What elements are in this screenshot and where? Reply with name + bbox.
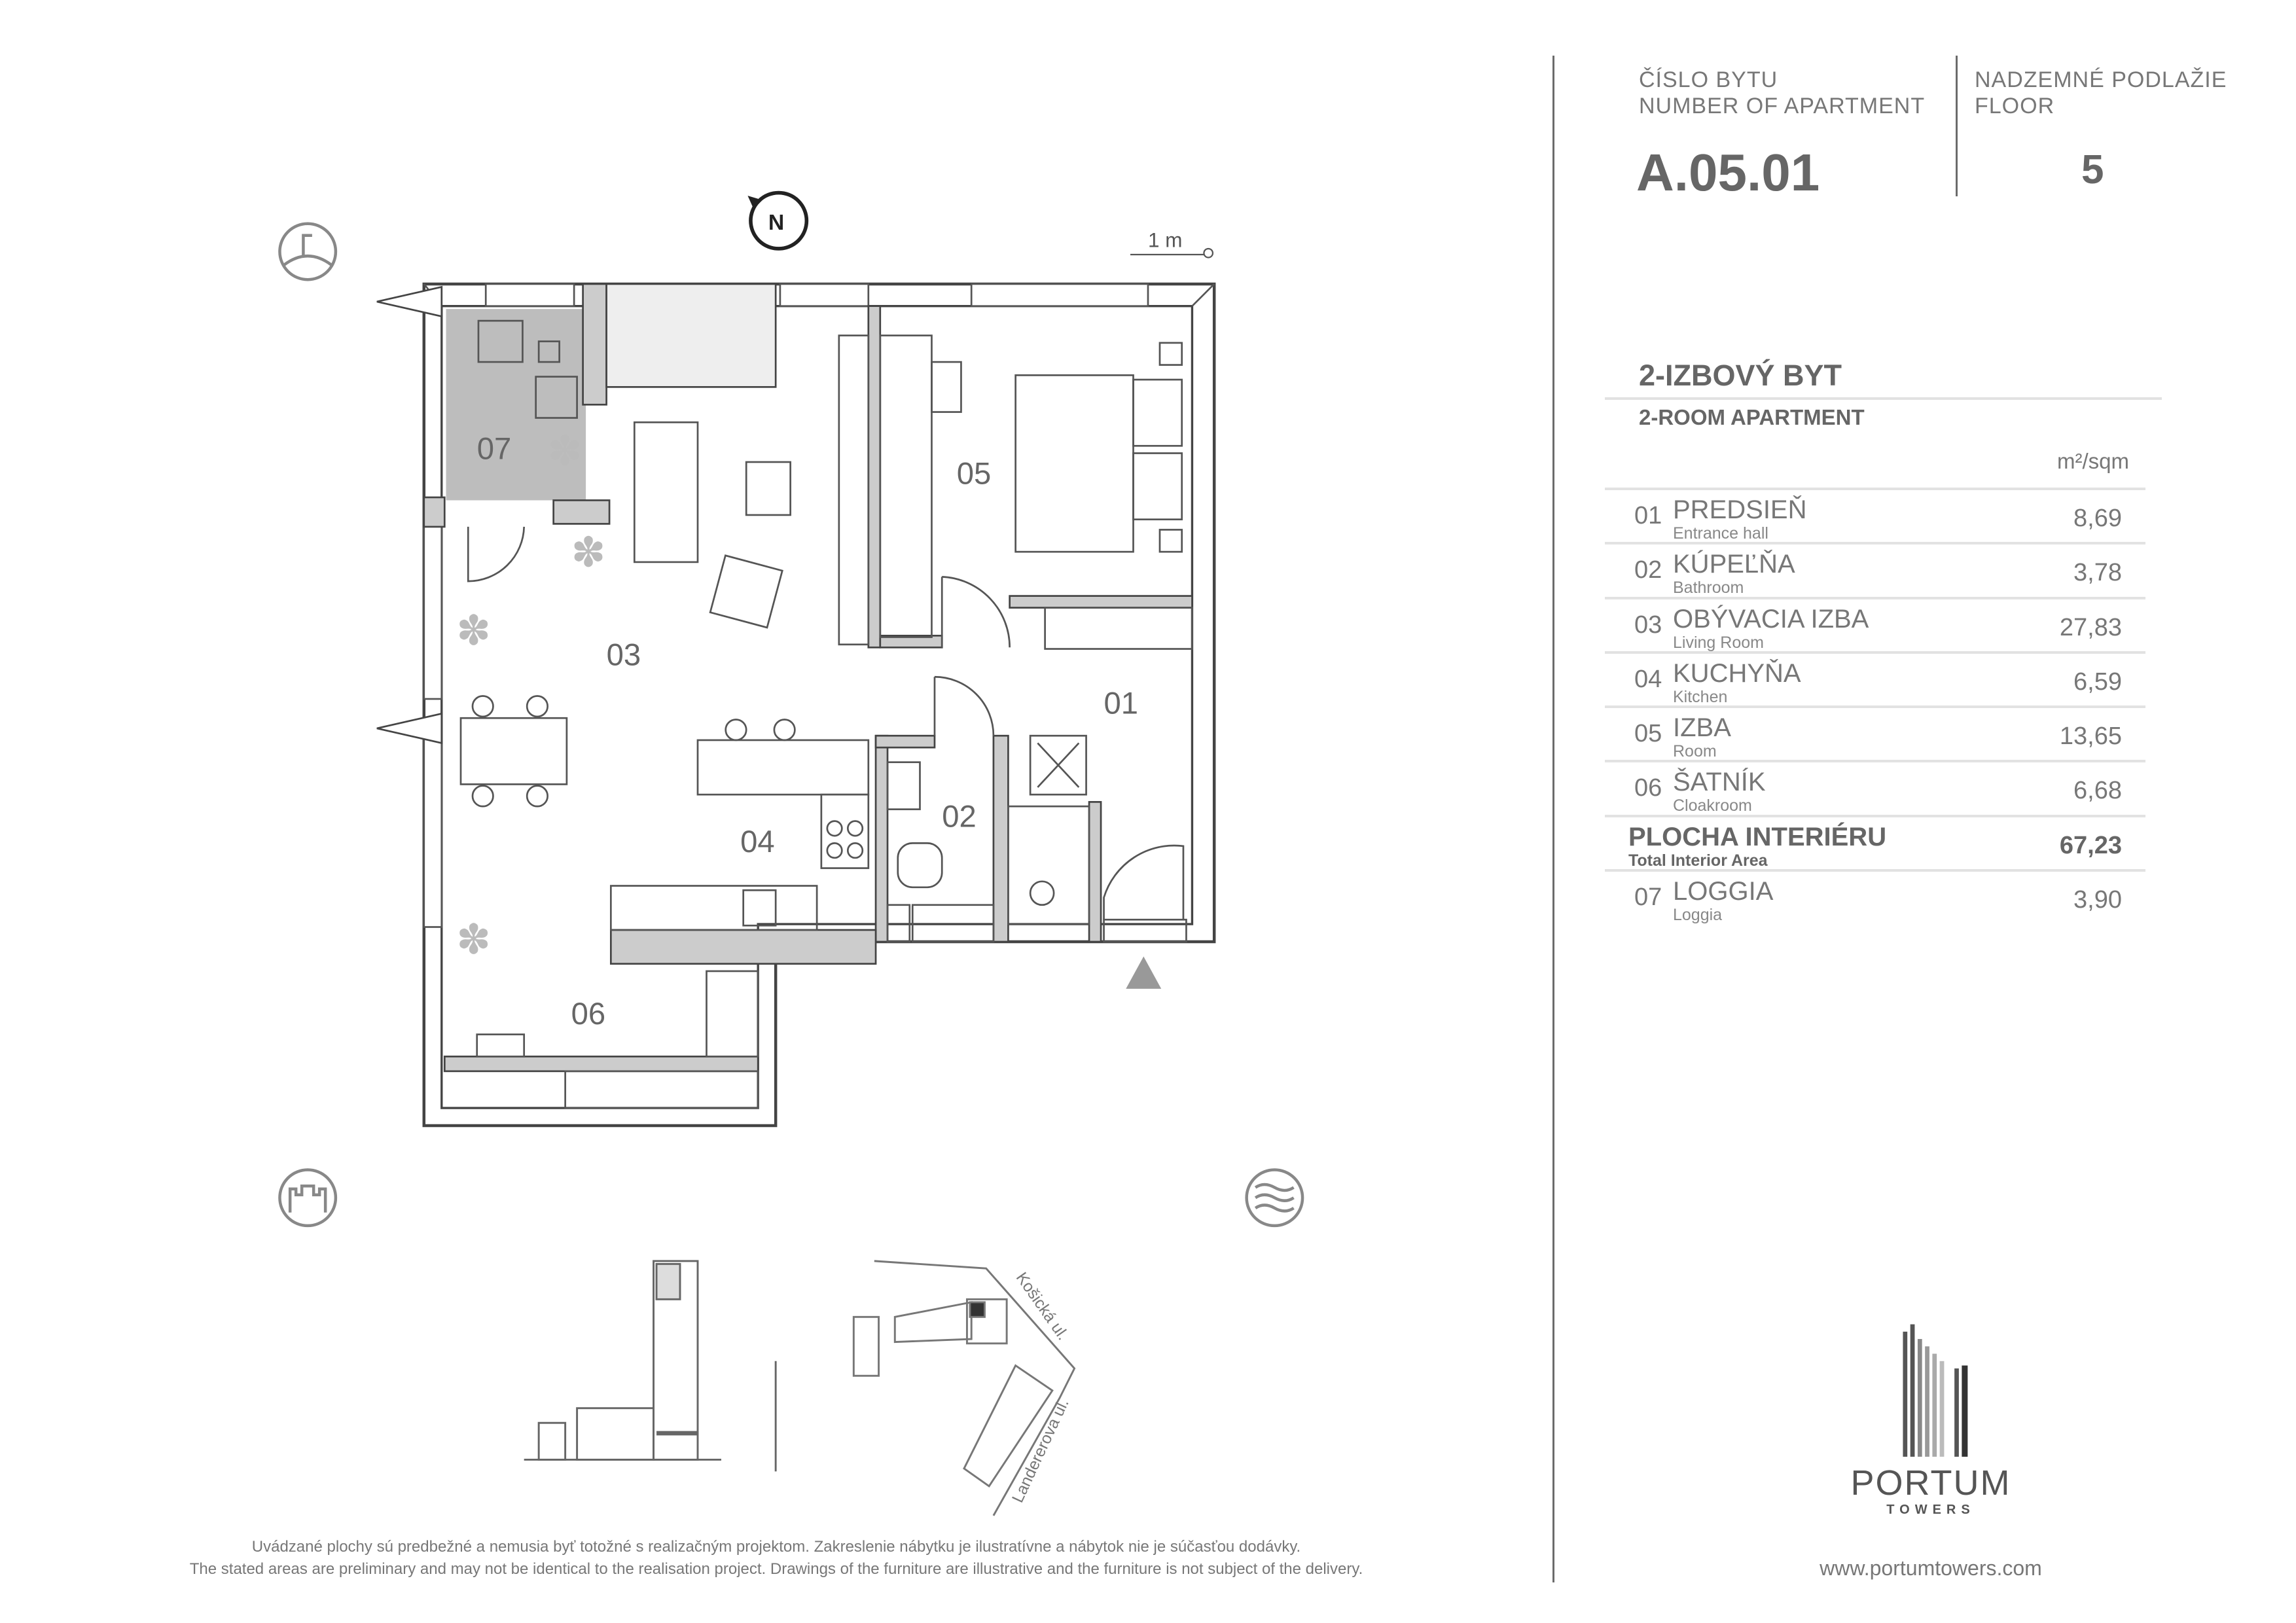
floor-number: 5 [2081,147,2104,192]
unit-label: m²/sqm [2057,449,2129,473]
room-label-04: 04 [740,825,775,859]
room-label-07: 07 [477,432,512,467]
room-label-06: 06 [571,997,606,1031]
room-label-03: 03 [607,637,641,672]
panel-divider [1552,56,1554,1582]
header-divider [1956,56,1958,196]
plant-icons: ✽ ✽ ✽ ✽ [456,428,605,962]
room-label-02: 02 [942,800,977,834]
scale-bar: 1 m [1130,229,1214,259]
svg-text:1 m: 1 m [1148,229,1182,252]
website-link[interactable]: www.portumtowers.com [1820,1556,2042,1580]
type-divider [1605,397,2162,400]
brand-name: PORTUM [1850,1463,2011,1503]
svg-text:✽: ✽ [456,608,491,654]
room-label-05: 05 [957,457,992,491]
portum-logo-icon [1903,1324,1968,1457]
apartment-type-sk: 2-IZBOVÝ BYT [1639,359,1842,392]
mountain-view-icon [278,222,338,281]
room-label-01: 01 [1104,686,1139,721]
svg-text:N: N [768,210,784,235]
castle-view-icon [278,1168,338,1228]
river-view-icon [1245,1168,1304,1228]
disclaimer-sk: Uvádzané plochy sú predbežné a nemusia b… [251,1538,1301,1556]
disclaimer-en: The stated areas are preliminary and may… [189,1560,1363,1578]
svg-text:✽: ✽ [456,917,491,963]
apartment-type-en: 2-ROOM APARTMENT [1639,405,1865,429]
site-plan [852,1260,1076,1516]
building-elevation [524,1260,777,1472]
loggia-area [446,309,586,501]
floor-label: NADZEMNÉ PODLAŽIE FLOOR [1975,67,2227,118]
street-landererova: Landererova ul. [1009,1396,1073,1505]
brand-sub: TOWERS [1886,1503,1975,1517]
apartment-label: ČÍSLO BYTU NUMBER OF APARTMENT [1639,67,1926,118]
apartment-number: A.05.01 [1636,143,1820,202]
entrance-arrow-icon [1126,956,1162,989]
compass-icon: N [747,190,809,251]
svg-text:✽: ✽ [548,428,583,474]
svg-text:✽: ✽ [571,530,606,576]
